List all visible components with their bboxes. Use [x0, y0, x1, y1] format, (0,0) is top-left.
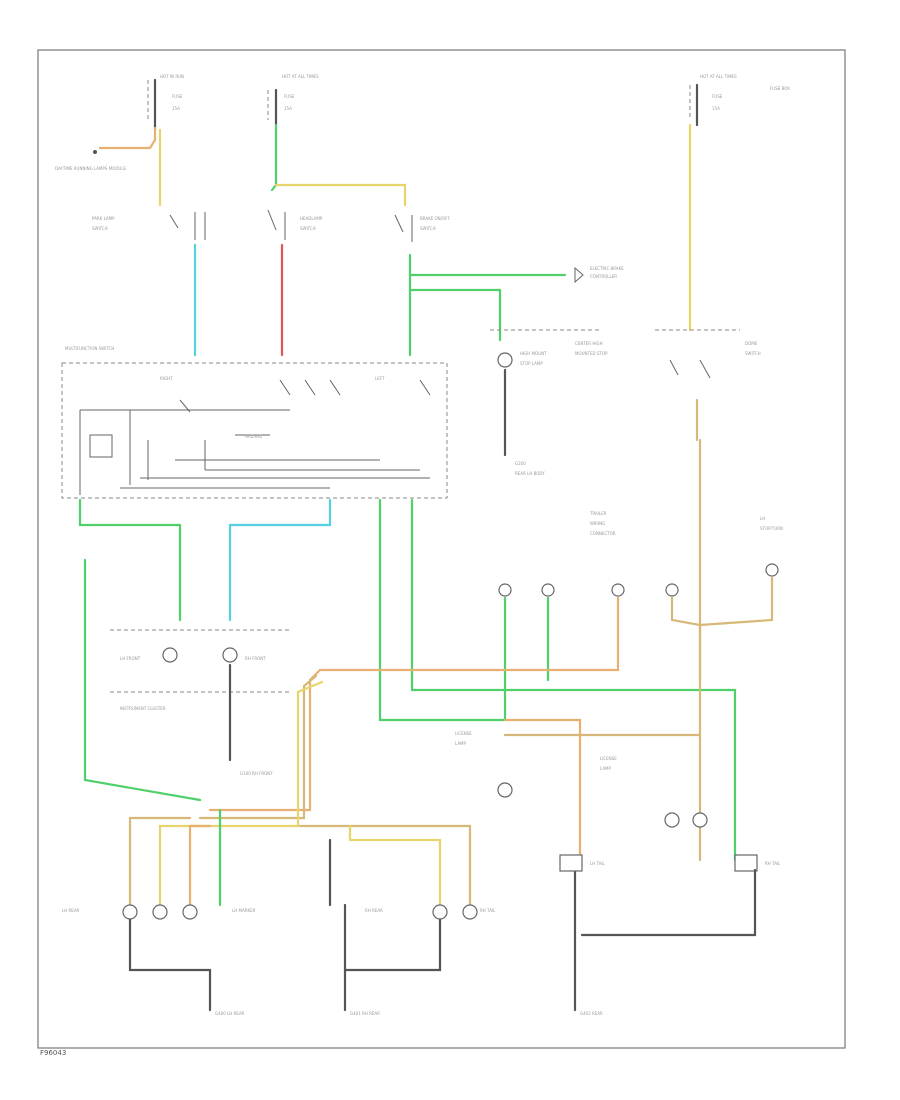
svg-text:DOME: DOME: [745, 341, 758, 346]
svg-text:CENTER HIGH: CENTER HIGH: [575, 341, 603, 346]
fuse-feed-left: HOT IN RUN FUSE 15A: [147, 74, 184, 132]
wire-rr-1: [298, 824, 472, 907]
svg-text:HIGH MOUNT: HIGH MOUNT: [520, 351, 547, 356]
svg-text:FUSE: FUSE: [712, 94, 723, 99]
wire-trailer-5: [698, 576, 774, 627]
svg-text:HEADLAMP: HEADLAMP: [300, 216, 323, 221]
svg-text:RH FRONT: RH FRONT: [245, 656, 266, 661]
svg-text:LAMP: LAMP: [600, 766, 612, 771]
svg-text:LH MARKER: LH MARKER: [232, 908, 256, 913]
svg-text:G400 LH REAR: G400 LH REAR: [215, 1011, 245, 1016]
svg-text:RH REAR: RH REAR: [365, 908, 383, 913]
multifunction-switch-internals: RIGHT LEFT HAZARD: [79, 376, 431, 495]
svg-text:REAR LH BODY: REAR LH BODY: [515, 471, 545, 476]
svg-text:ELECTRIC BRAKE: ELECTRIC BRAKE: [590, 266, 624, 271]
wire-left-branch: [98, 126, 157, 150]
svg-text:FUSE BOX: FUSE BOX: [770, 86, 790, 91]
license-lamp: LICENSE LAMP: [455, 731, 513, 798]
svg-text:SWITCH: SWITCH: [92, 226, 108, 231]
svg-text:HOT IN RUN: HOT IN RUN: [160, 74, 184, 79]
wire-lh-turn: [78, 498, 182, 622]
svg-text:G401 RH REAR: G401 RH REAR: [350, 1011, 380, 1016]
svg-text:SWITCH: SWITCH: [745, 351, 761, 356]
front-lamp-lh: LH FRONT: [120, 647, 178, 663]
rear-lamp-group-right: RH REAR RH TAIL: [365, 904, 496, 920]
headlamp-switch-upper-left: PARK LAMP SWITCH: [92, 212, 206, 240]
wire-trailer-drop: [408, 273, 502, 342]
multifunction-switch-box: [61, 362, 448, 499]
svg-text:LEFT: LEFT: [375, 376, 385, 381]
wire-to-trailer-relay: [408, 253, 567, 277]
wire-trailer-4: [670, 596, 702, 682]
wire-rr-ground: [343, 903, 442, 972]
svg-text:G100 RH FRONT: G100 RH FRONT: [240, 771, 273, 776]
svg-text:LH: LH: [760, 516, 765, 521]
rear-lamp-group-left: LH REAR LH MARKER: [62, 904, 256, 920]
svg-text:DAYTIME RUNNING LAMPS MODULE: DAYTIME RUNNING LAMPS MODULE: [55, 166, 127, 171]
svg-text:WIRING: WIRING: [590, 521, 605, 526]
svg-text:LH TAIL: LH TAIL: [590, 861, 606, 866]
svg-text:15A: 15A: [284, 106, 292, 111]
svg-text:15A: 15A: [712, 106, 720, 111]
svg-text:RH TAIL: RH TAIL: [765, 861, 781, 866]
svg-text:BRAKE ON/OFF: BRAKE ON/OFF: [420, 216, 450, 221]
svg-text:LH FRONT: LH FRONT: [120, 656, 141, 661]
svg-text:STOP LAMP: STOP LAMP: [520, 361, 543, 366]
svg-text:MOUNTED STOP: MOUNTED STOP: [575, 351, 608, 356]
wire-center-feed: [270, 123, 278, 192]
svg-text:CONNECTOR: CONNECTOR: [590, 531, 616, 536]
wire-rh-turn: [228, 498, 332, 622]
bundle-3: [188, 680, 324, 828]
bundle-1: [208, 668, 322, 812]
trailer-connector: TRAILER WIRING CONNECTOR LH STOP/TURN: [498, 511, 783, 597]
svg-text:SWITCH: SWITCH: [300, 226, 316, 231]
svg-text:LH REAR: LH REAR: [62, 908, 80, 913]
bundle-2: [198, 674, 318, 820]
diagram-border: [37, 49, 846, 1049]
wire-rl-3: [188, 824, 212, 907]
svg-text:LAMP: LAMP: [455, 741, 467, 746]
svg-text:CONTROLLER: CONTROLLER: [590, 274, 617, 279]
svg-text:MULTIFUNCTION SWITCH: MULTIFUNCTION SWITCH: [65, 346, 114, 351]
svg-text:15A: 15A: [172, 106, 180, 111]
svg-text:INSTRUMENT CLUSTER: INSTRUMENT CLUSTER: [120, 706, 166, 711]
wire-brake-feed: [378, 498, 507, 722]
fuse-feed-center: HOT AT ALL TIMES FUSE 15A: [267, 74, 319, 127]
svg-text:PARK LAMP: PARK LAMP: [92, 216, 115, 221]
fuse-feed-right: HOT AT ALL TIMES FUSE 15A FUSE BOX: [689, 74, 790, 127]
wire-rl-ground: [128, 918, 212, 1012]
wire-center-crossover: [274, 183, 407, 207]
svg-text:HOT AT ALL TIMES: HOT AT ALL TIMES: [700, 74, 737, 79]
wire-rh-stop: [410, 498, 737, 862]
svg-text:LICENSE: LICENSE: [455, 731, 472, 736]
svg-text:HOT AT ALL TIMES: HOT AT ALL TIMES: [282, 74, 319, 79]
wire-rr-2: [348, 824, 442, 907]
headlamp-switch-upper-right: BRAKE ON/OFF SWITCH: [394, 214, 450, 242]
svg-text:G200: G200: [515, 461, 526, 466]
front-lamp-rh: RH FRONT: [222, 647, 266, 663]
svg-text:STOP/TURN: STOP/TURN: [760, 526, 783, 531]
rear-lamp-rh-cluster: LH TAIL RH TAIL LICENSE LAMP: [559, 756, 781, 872]
svg-text:FUSE: FUSE: [284, 94, 295, 99]
wire-rl-2: [158, 824, 202, 907]
wire-green-left-loop: [83, 558, 202, 802]
svg-text:RH TAIL: RH TAIL: [480, 908, 496, 913]
svg-text:G402 REAR: G402 REAR: [580, 1011, 603, 1016]
wire-trailer-3: [318, 596, 620, 672]
svg-text:HAZARD: HAZARD: [245, 434, 262, 439]
svg-text:LICENSE: LICENSE: [600, 756, 617, 761]
svg-text:FUSE: FUSE: [172, 94, 183, 99]
page-label: F96043: [40, 1049, 66, 1057]
svg-text:TRAILER: TRAILER: [589, 511, 607, 516]
wire-rl-1: [128, 816, 192, 907]
headlamp-switch-upper-center: HEADLAMP SWITCH: [267, 209, 323, 240]
right-switch-circuit: DOME SWITCH: [655, 329, 761, 442]
svg-text:SWITCH: SWITCH: [420, 226, 436, 231]
svg-text:RIGHT: RIGHT: [160, 376, 173, 381]
stop-lamp-switch-circuit: HIGH MOUNT STOP LAMP CENTER HIGH MOUNTED…: [490, 329, 608, 476]
wire-to-rh-rear: [503, 718, 582, 862]
